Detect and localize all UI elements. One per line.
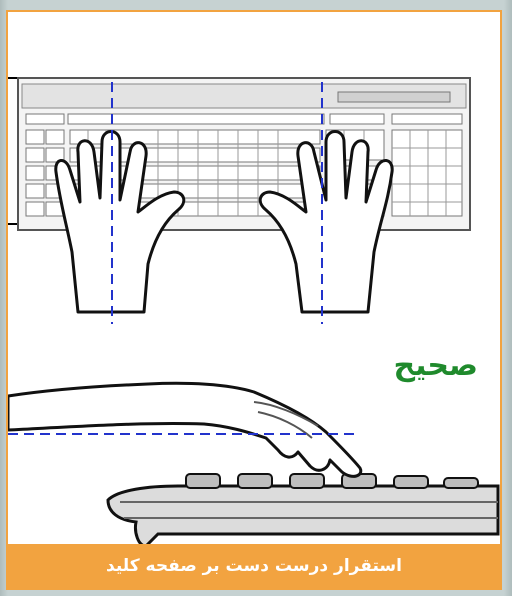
typing-illustration <box>8 12 502 590</box>
correct-label: صحیح <box>394 348 478 383</box>
slide-panel: صحیح استقرار درست دست بر صفحه کلید <box>6 10 502 590</box>
footer-bar: استقرار درست دست بر صفحه کلید <box>8 544 500 588</box>
footer-caption: استقرار درست دست بر صفحه کلید <box>106 556 402 576</box>
side-hand-icon <box>8 383 361 476</box>
keyboard-side-view-icon <box>108 474 498 546</box>
